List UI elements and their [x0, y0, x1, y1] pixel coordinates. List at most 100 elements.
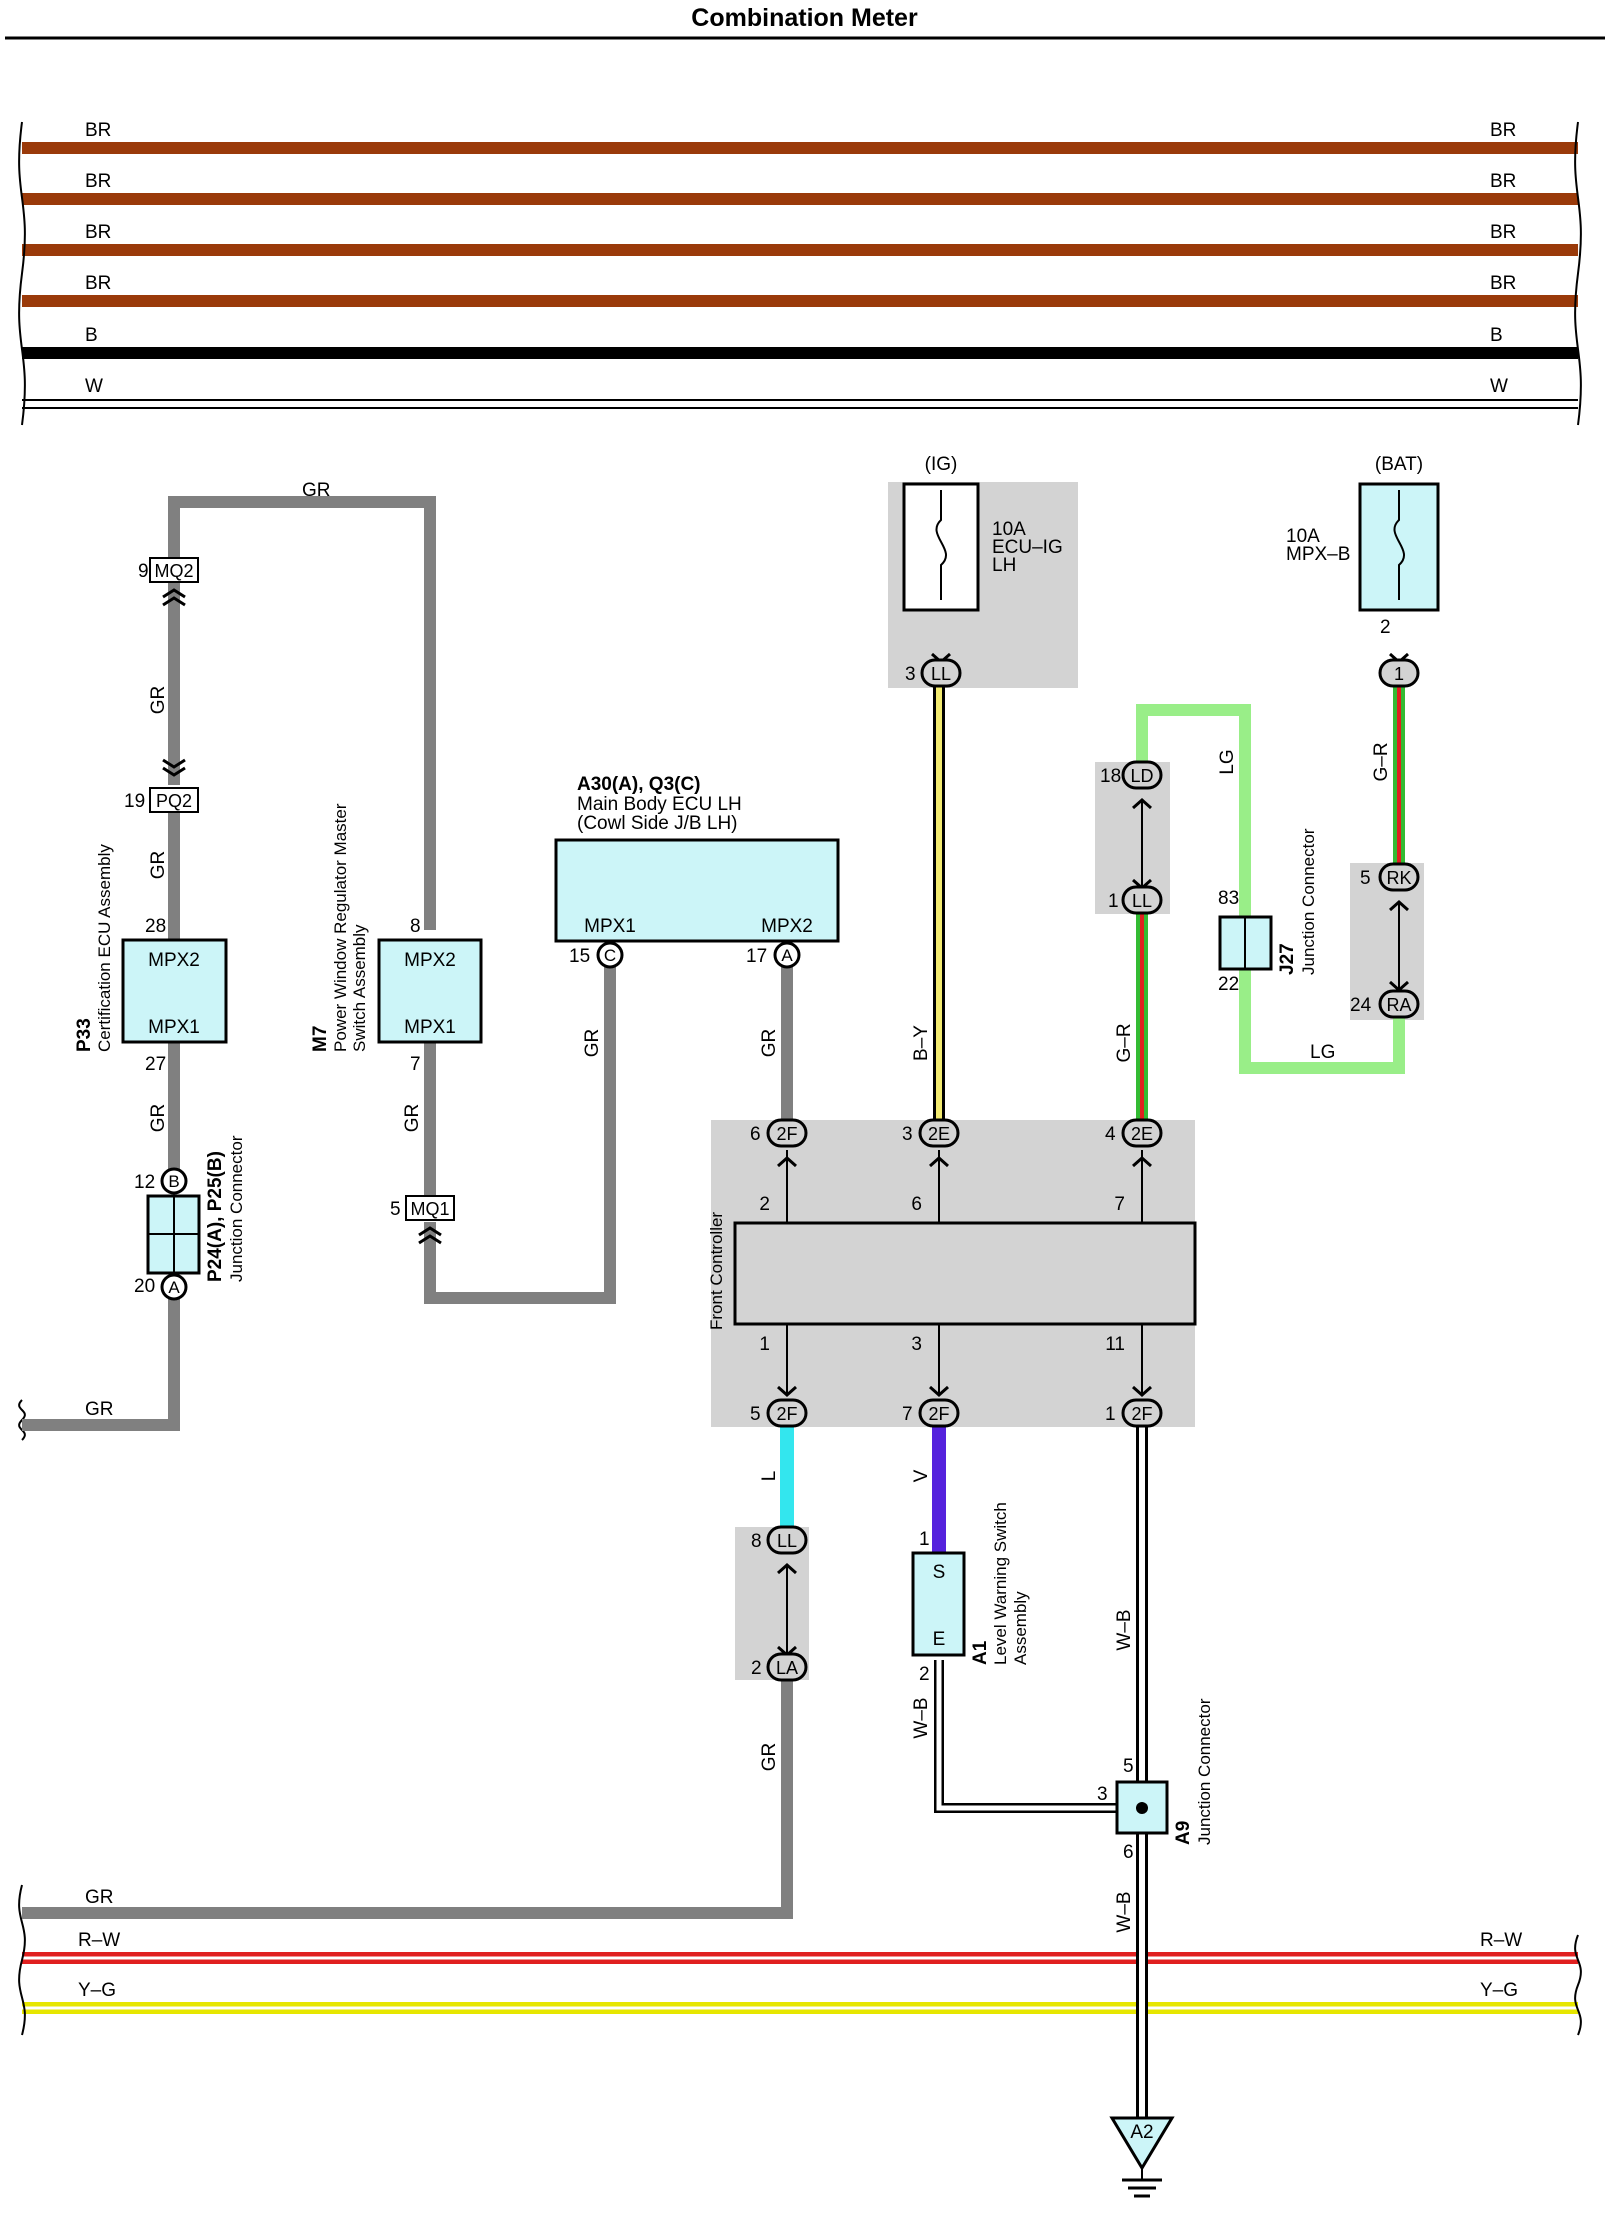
front-top-conn-num-1: 3 [902, 1124, 913, 1145]
conn-ll3: LL [766, 1525, 808, 1555]
front-top-conn-0: 2F [766, 1118, 808, 1148]
p24-top-num: 12 [134, 1172, 155, 1193]
bus-label-left: BR [85, 222, 111, 243]
wire-label-v: V [911, 1469, 932, 1482]
a9-code: A9 [1173, 1821, 1194, 1845]
front-top-pin-1: 6 [911, 1194, 922, 1215]
bus-label-left: B [85, 325, 98, 346]
conn-pq2-chevron [162, 758, 186, 769]
wire-label-gr2-2: G–R [1371, 742, 1392, 781]
conn-mq1: MQ1 [405, 1195, 455, 1221]
front-controller-name: Front Controller [707, 1212, 726, 1330]
front-bot-conn-num-1: 7 [902, 1404, 913, 1425]
front-top-conn-1-label: 2E [928, 1124, 950, 1144]
bus-label-right: BR [1490, 120, 1516, 141]
m7-pin-top: MPX2 [404, 950, 456, 971]
conn-a30-right-label: A [781, 946, 793, 965]
conn-p24-bot-label: A [168, 1278, 180, 1297]
conn-a30-left-label: C [604, 946, 616, 965]
conn-ll-ig: LL [920, 658, 962, 688]
wire-gr-la-bottom [22, 1680, 793, 1919]
bus-label-left: W [85, 376, 103, 397]
conn-rk-label: RK [1386, 868, 1411, 888]
conn-pq2-label: PQ2 [156, 791, 192, 811]
conn-ra: RA [1378, 989, 1420, 1019]
wire-label-gr-v4: GR [402, 1104, 423, 1133]
ground-label: A2 [1130, 2122, 1153, 2143]
wire-wb-a1-a9 [934, 1660, 1125, 1813]
bus-0: BR BR [22, 120, 1578, 154]
bus-label-right: W [1490, 376, 1508, 397]
front-bot-pin-0: 1 [759, 1334, 770, 1355]
m7-pin-top-num: 8 [410, 916, 421, 937]
wire-label-gr-v1: GR [148, 686, 169, 715]
bus-label-left: BR [85, 120, 111, 141]
wire-label-gr-v5: GR [582, 1029, 603, 1058]
front-bot-arrow-2 [1132, 1385, 1152, 1398]
a30-name1: Main Body ECU LH [577, 794, 742, 815]
a30-pin-left-num: 15 [569, 946, 590, 967]
conn-p24-top-label: B [168, 1172, 179, 1191]
conn-ll2: LL [1121, 885, 1163, 915]
p33-pin-top: MPX2 [148, 950, 200, 971]
wire-label-gr-v3: GR [148, 1104, 169, 1133]
a30-box [554, 838, 840, 943]
conn-ra-label: RA [1386, 995, 1411, 1015]
fuse-bat-element [1393, 490, 1405, 600]
bus-break-right [1574, 121, 1582, 426]
conn-mq2: MQ2 [149, 557, 199, 583]
m7-name1: Power Window Regulator Master [331, 803, 350, 1052]
front-bot-conn-2-label: 2F [1131, 1404, 1152, 1424]
m7-name2: Switch Assembly [350, 924, 369, 1052]
conn-ra-num: 24 [1350, 995, 1372, 1016]
conn-ll3-label: LL [777, 1531, 797, 1551]
ground-symbol [1109, 2116, 1175, 2198]
m7-pin-bot: MPX1 [404, 1017, 456, 1038]
front-bot-arrow-0 [777, 1385, 797, 1398]
front-bot-conn-2: 2F [1121, 1398, 1163, 1428]
wire-label-wb2: W–B [1114, 1609, 1135, 1650]
conn-ll2-label: LL [1132, 891, 1152, 911]
conn-rk: RK [1378, 862, 1420, 892]
front-top-pin-0: 2 [759, 1194, 770, 1215]
p33-pin-top-num: 28 [145, 916, 166, 937]
conn-bat-1-label: 1 [1394, 664, 1404, 684]
front-top-pin-2: 7 [1114, 1194, 1125, 1215]
bus-label-right: BR [1490, 222, 1516, 243]
conn-ld-num: 18 [1100, 766, 1121, 787]
a30-name2: (Cowl Side J/B LH) [577, 813, 738, 834]
conn-mq1-chevron [418, 1234, 442, 1245]
p33-name: Certification ECU Assembly [95, 844, 114, 1052]
bus-2: BR BR [22, 222, 1578, 256]
wire-label-wb3: W–B [1114, 1891, 1135, 1932]
a1-bot-num: 2 [919, 1664, 930, 1685]
conn-mq2-chevron [162, 596, 186, 607]
conn-mq2-num: 9 [138, 561, 149, 582]
wire-label-gr-v7: GR [759, 1743, 780, 1772]
front-bot-conn-0-label: 2F [776, 1404, 797, 1424]
conn-ll-ig-num: 3 [905, 664, 916, 685]
label-bat: (BAT) [1375, 454, 1423, 475]
p24-code: P24(A), P25(B) [205, 1151, 226, 1282]
wire-label-lg-v: LG [1217, 749, 1238, 774]
wire-gr-mq2-loop [168, 496, 436, 930]
a1-name1: Level Warning Switch [991, 1502, 1010, 1665]
front-top-conn-0-label: 2F [776, 1124, 797, 1144]
conn-a30-right: A [773, 941, 801, 969]
p33-box [121, 938, 228, 1044]
wire-label-gr-bottom: GR [85, 1887, 114, 1908]
wire-label-gr-top: GR [302, 480, 331, 501]
label-ig: (IG) [925, 454, 958, 475]
labels: (IG) (BAT) 10A ECU–IG LH 10A MPX–B GR GR… [74, 454, 1423, 2143]
front-bot-conn-1-label: 2F [928, 1404, 949, 1424]
bus-yg-label-left: Y–G [78, 1980, 116, 2001]
bus-rw-label-right: R–W [1480, 1930, 1522, 1951]
a1-box [911, 1551, 966, 1657]
fuse-ig-line2: LH [992, 555, 1016, 576]
wire-gr-p24-bottom [22, 1287, 180, 1431]
